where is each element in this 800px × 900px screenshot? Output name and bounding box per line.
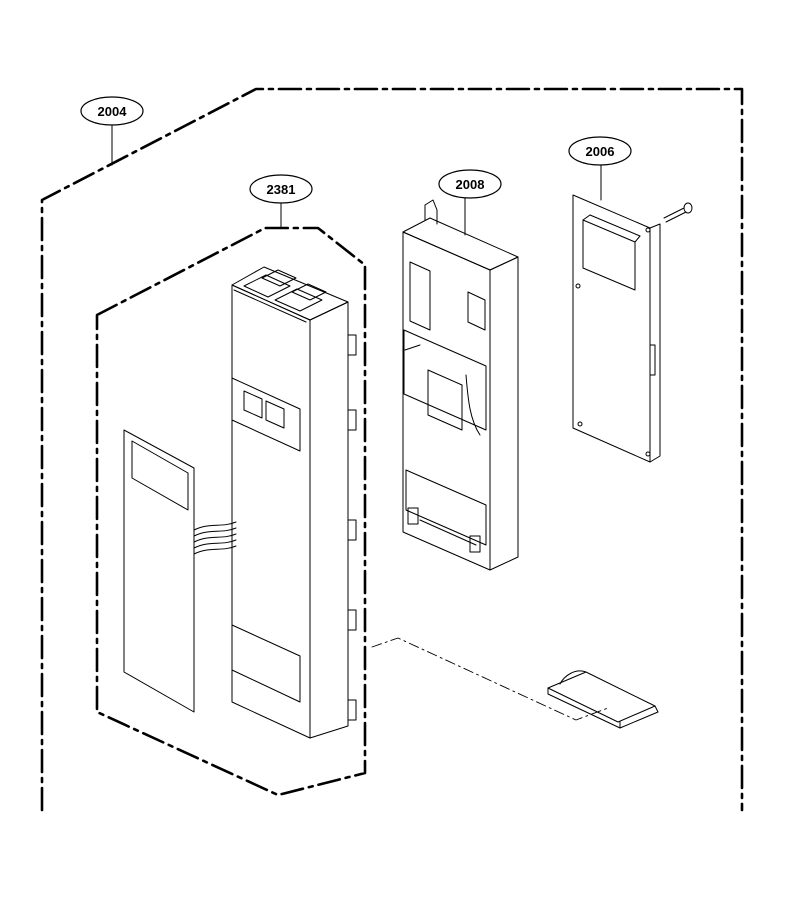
mounting-frame (402, 199, 519, 571)
callout-2004: 2004 (80, 96, 144, 126)
callout-2006: 2006 (568, 136, 632, 166)
control-panel-housing (231, 266, 357, 739)
clip-bracket (547, 670, 659, 729)
housing-display-area (231, 377, 301, 452)
keypad-display-window (131, 440, 189, 511)
placement-line (371, 637, 609, 721)
screw (663, 202, 693, 223)
callout-2008: 2008 (438, 169, 502, 199)
pcb-board (572, 194, 661, 463)
outer-assembly-boundary (40, 87, 744, 812)
panel-group-boundary (95, 226, 367, 797)
callout-label-2004: 2004 (98, 104, 128, 119)
callout-label-2006: 2006 (586, 144, 615, 159)
callout-2381: 2381 (249, 174, 313, 204)
callout-label-2008: 2008 (456, 177, 485, 192)
membrane-keypad (123, 429, 237, 713)
callout-label-2381: 2381 (267, 182, 296, 197)
pcb-component (582, 219, 636, 291)
